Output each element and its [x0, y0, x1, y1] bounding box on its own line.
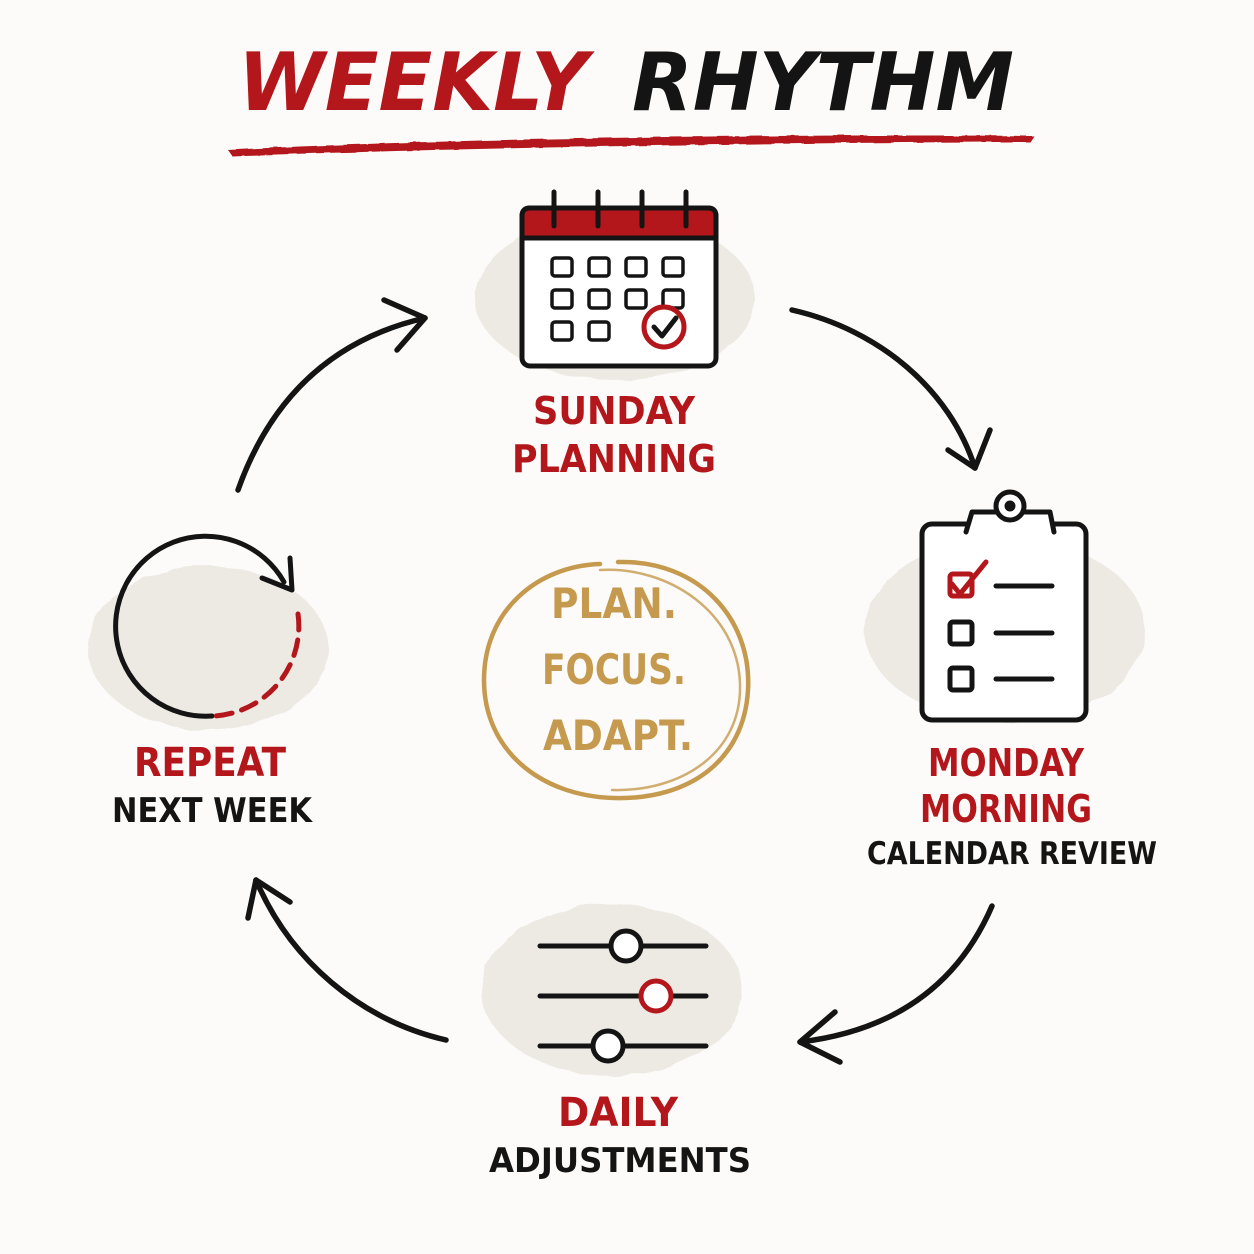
step-monday-line2: MORNING	[920, 787, 1092, 831]
title-part-rhythm: RHYTHM	[632, 36, 1014, 129]
step-repeat-line1: REPEAT	[134, 740, 287, 786]
motto-circle	[481, 559, 751, 801]
title: WEEKLY RHYTHM	[228, 36, 1034, 156]
check-circle-icon	[641, 304, 687, 350]
motto-line-adapt: ADAPT.	[543, 711, 693, 760]
arrow-repeat-to-sunday	[235, 297, 428, 493]
calendar-icon	[519, 189, 719, 369]
step-sunday-line1: SUNDAY	[533, 389, 695, 433]
arrow-daily-to-repeat	[245, 877, 449, 1043]
arrow-monday-to-daily	[797, 903, 995, 1065]
step-sunday: SUNDAY PLANNING	[512, 389, 716, 481]
motto-line-plan: PLAN.	[551, 579, 677, 628]
title-underline	[228, 135, 1034, 156]
clipboard-checklist-icon	[919, 489, 1089, 723]
step-daily-line1: DAILY	[558, 1090, 679, 1136]
cycle-arrows	[235, 297, 995, 1065]
motto-line-focus: FOCUS.	[542, 645, 686, 694]
title-part-weekly: WEEKLY	[238, 36, 595, 129]
step-repeat: REPEAT NEXT WEEK	[112, 740, 313, 831]
step-monday: MONDAY MORNING CALENDAR REVIEW	[867, 741, 1157, 872]
step-sunday-line2: PLANNING	[512, 437, 716, 481]
step-daily-line2: ADJUSTMENTS	[489, 1141, 751, 1181]
step-repeat-line2: NEXT WEEK	[112, 791, 313, 831]
sliders-icon	[537, 928, 709, 1064]
step-monday-line3: CALENDAR REVIEW	[867, 836, 1157, 872]
center-motto: PLAN. FOCUS. ADAPT.	[481, 559, 751, 801]
brush-patch-repeat	[88, 566, 328, 730]
arrow-sunday-to-monday	[789, 307, 993, 471]
repeat-cycle-icon	[113, 533, 302, 719]
step-daily: DAILY ADJUSTMENTS	[489, 1090, 751, 1181]
step-monday-line1: MONDAY	[928, 741, 1084, 785]
